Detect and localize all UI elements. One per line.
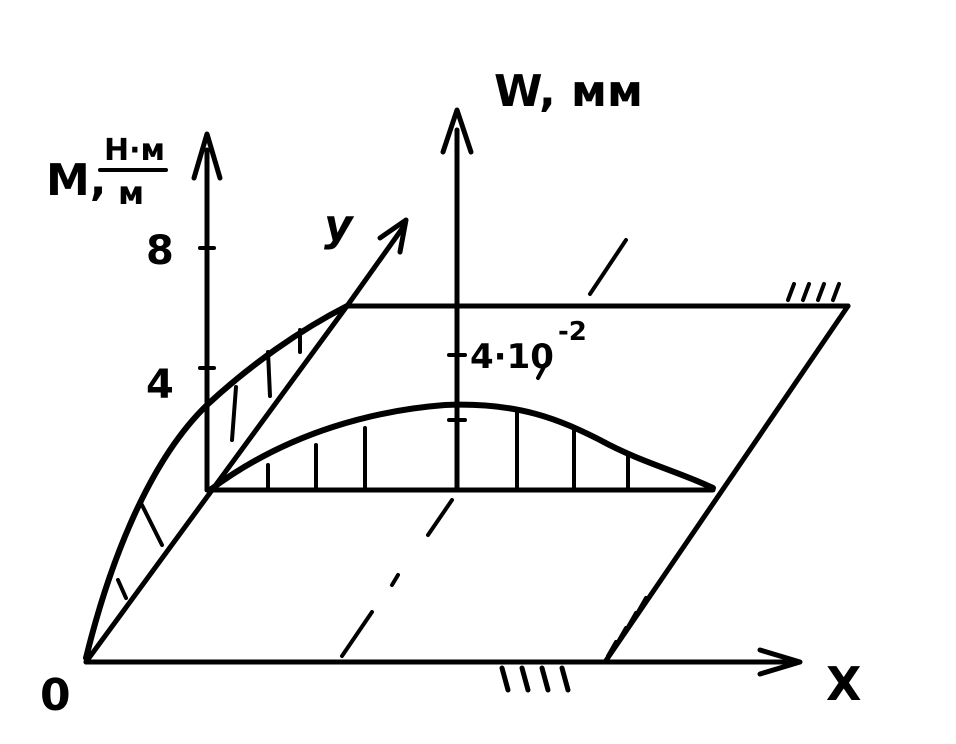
symmetry-line xyxy=(340,238,628,658)
w-axis xyxy=(440,107,474,493)
moment-curve xyxy=(83,303,350,661)
w-axis-label: W, мм xyxy=(494,66,643,117)
y-axis-label: y xyxy=(324,200,355,251)
support-hatching-top xyxy=(786,282,841,302)
w-tick-exponent: -2 xyxy=(558,317,587,347)
m-unit-numerator: Н·м xyxy=(104,133,165,168)
deflection-curve xyxy=(207,401,716,493)
origin-label: 0 xyxy=(40,670,71,721)
x-axis xyxy=(602,647,803,677)
m-axis xyxy=(191,131,223,493)
x-axis-label: X xyxy=(826,657,861,711)
m-axis-label: M, xyxy=(46,155,107,206)
support-hatching-right xyxy=(606,596,648,658)
support-hatching-bottom xyxy=(499,665,571,693)
m-unit-denominator: м xyxy=(118,174,144,212)
y-axis xyxy=(344,217,409,309)
w-tick-label: 4·10 xyxy=(470,337,554,377)
m-tick-label-8: 8 xyxy=(146,228,174,274)
plate-outline xyxy=(83,303,851,665)
m-tick-label-4: 4 xyxy=(146,362,174,408)
